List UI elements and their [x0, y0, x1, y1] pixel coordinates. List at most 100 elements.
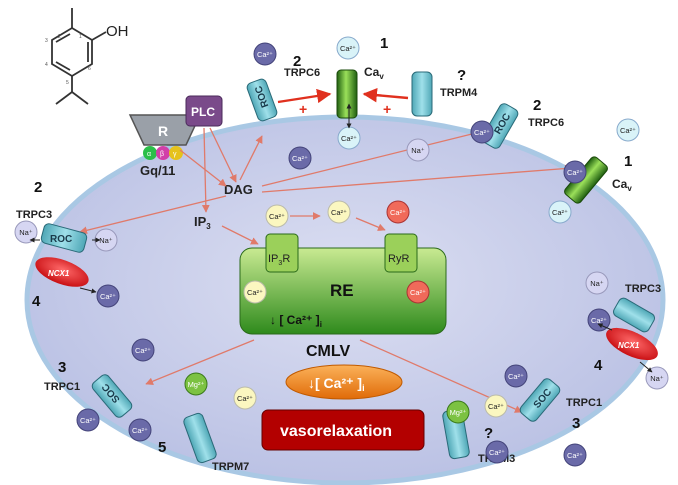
ca-ion-circle [288, 146, 312, 170]
na-ion-label: Na⁺ [650, 374, 664, 383]
gq-beta-label: β [160, 151, 164, 158]
number-5: 5 [158, 439, 166, 456]
ryanodine-receptor [384, 233, 418, 273]
ca-ion-label: Ca²⁺ [474, 128, 490, 137]
ca-ion-circle [243, 280, 267, 304]
hydroxyl-label: OH [106, 23, 129, 40]
ring-number-3: 3 [45, 38, 48, 44]
na-ion-circle [406, 138, 430, 162]
ring-number-6: 6 [88, 66, 91, 72]
ca-ion-circle [96, 284, 120, 308]
ca-ion-circle [131, 338, 155, 362]
ncx1-label-left: NCX1 [48, 269, 70, 278]
na-ion-label: Na⁺ [411, 146, 425, 155]
cav-channel-top [336, 69, 358, 119]
ip3r-label: IP3R [268, 253, 290, 267]
flux-arrow [639, 361, 653, 373]
trpm7-label: TRPM7 [212, 461, 249, 473]
ca-ion-circle [587, 308, 611, 332]
ca-ion-label: Ca²⁺ [135, 346, 151, 355]
svg-text:ROC: ROC [50, 234, 72, 245]
trpm4-to-cav-arrow [362, 88, 409, 103]
ca-ion-circle [76, 408, 100, 432]
dag-label: DAG [224, 182, 253, 197]
ca-ion-label: Ca²⁺ [100, 292, 116, 301]
ca-ion-label: Ca²⁺ [591, 316, 607, 325]
plus-sign-left: + [299, 101, 307, 117]
trpc6-label-top: TRPC6 [284, 67, 320, 79]
roc-channel-left: ROC [40, 223, 88, 253]
ca-ion-label: Ca²⁺ [489, 448, 505, 457]
ca-ion-circle [563, 443, 587, 467]
ca-ion-circle [233, 386, 257, 410]
ca-ion-circle [616, 118, 640, 142]
na-ion-label: Na⁺ [99, 236, 113, 245]
na-ion-label: Na⁺ [590, 279, 604, 288]
roc-channel-top: ROC [246, 78, 278, 122]
ncx1-exchanger-left [35, 257, 89, 287]
ca-ion-label: Ca²⁺ [331, 208, 347, 217]
trpc1-label-right: TRPC1 [566, 397, 602, 409]
number-2-top: 2 [293, 53, 301, 70]
number-3-left: 3 [58, 359, 66, 376]
re-label: RE [330, 281, 354, 300]
na-ion-circle [645, 366, 669, 390]
number-4-left: 4 [32, 293, 41, 310]
calcium-decrease-pill [285, 364, 403, 400]
question-trpm4: ? [457, 67, 466, 84]
soc-channel-right: SOC [519, 378, 561, 422]
soc-channel-left: SOC [91, 374, 133, 418]
cmlv-label: CMLV [306, 343, 350, 360]
cav-label-right: Cav [612, 177, 632, 193]
trpc3-channel-right [613, 297, 655, 333]
calcium-decrease-label: ↓[ Ca²⁺ ]i [308, 375, 365, 393]
ca-ion-label: Ca²⁺ [567, 451, 583, 460]
ryr-label: RyR [388, 253, 409, 265]
number-2-right: 2 [533, 97, 541, 114]
ca-ion-label: Ca²⁺ [488, 402, 504, 411]
ca-ion-circle [504, 364, 528, 388]
trpc3-label-left: TRPC3 [16, 209, 52, 221]
ca-ion-label: Ca²⁺ [567, 168, 583, 177]
na-ion-label: Na⁺ [19, 228, 33, 237]
na-ion-circle [585, 271, 609, 295]
ca-ion-circle [485, 440, 509, 464]
vasorelaxation-box [261, 409, 425, 451]
gq-alpha-label: α [147, 151, 151, 158]
cav-label-top: Cav [364, 65, 384, 81]
mg-ion-label: Mg²⁺ [450, 408, 467, 417]
ca-ion-label: Ca²⁺ [80, 416, 96, 425]
ca-ion-circle [563, 160, 587, 184]
ca-ion-label: Ca²⁺ [257, 50, 273, 59]
ca-ion-label: Ca²⁺ [390, 208, 406, 217]
ncx1-exchanger-right [606, 327, 658, 361]
ions: Ca²⁺ Ca²⁺ Ca²⁺ Ca²⁺ Na⁺ Ca²⁺ Ca²⁺ Ca²⁺ Ca²⁺ Na⁺ Na… [14, 36, 669, 467]
ca-ion-label: Ca²⁺ [508, 372, 524, 381]
ca-ion-circle [265, 204, 289, 228]
number-2-left: 2 [34, 179, 42, 196]
ca-ion-label: Ca²⁺ [340, 44, 356, 53]
receptor-R [128, 114, 202, 146]
ring-number-5: 5 [66, 80, 69, 86]
gq-gamma-subunit [169, 146, 183, 160]
ca-ion-label: Ca²⁺ [341, 134, 357, 143]
ip3-receptor [265, 233, 299, 273]
gq-label: Gq/11 [140, 163, 175, 178]
ca-ion-circle [386, 200, 410, 224]
ca-ion-label: Ca²⁺ [269, 212, 285, 221]
gq-gamma-label: γ [173, 151, 177, 158]
ca-ion-circle [548, 200, 572, 224]
number-3-right: 3 [572, 415, 580, 432]
ring-number-2: 2 [58, 34, 61, 40]
ca-ion-circle [484, 394, 508, 418]
gq-beta-subunit [156, 146, 170, 160]
trpc1-label-left: TRPC1 [44, 381, 80, 393]
question-trpm3: ? [484, 425, 493, 442]
mg-ion-label: Mg²⁺ [188, 380, 205, 389]
ca-ion-label: Ca²⁺ [620, 126, 636, 135]
trpc6-to-cav-arrow [277, 88, 332, 104]
ca-ion-circle [327, 200, 351, 224]
mg-ion-circle [184, 372, 208, 396]
